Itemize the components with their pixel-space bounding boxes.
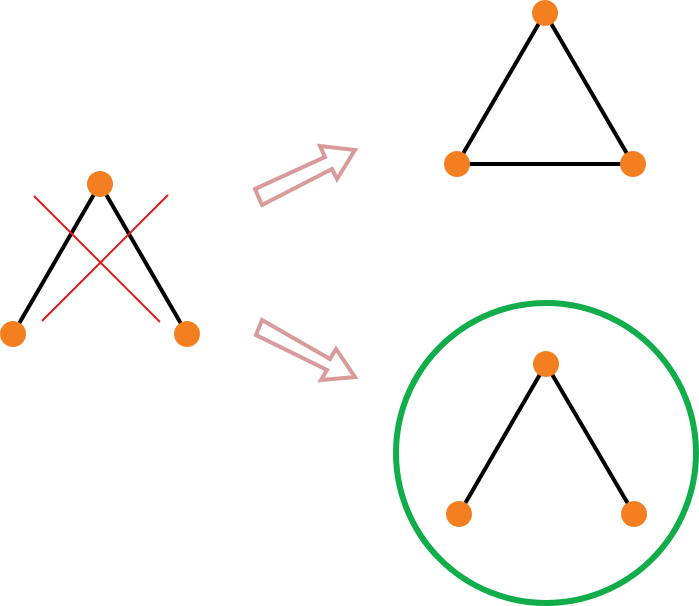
source-node-top bbox=[87, 171, 113, 197]
wedge-node-right bbox=[621, 501, 647, 527]
cross-stroke-1 bbox=[33, 195, 161, 323]
source-edge-top-left bbox=[11, 182, 102, 336]
triangle-node-right bbox=[620, 151, 646, 177]
arrow-down-right bbox=[253, 317, 359, 383]
triangle-edge-top-right bbox=[543, 11, 635, 166]
wedge-node-top bbox=[533, 351, 559, 377]
wedge-edge-top-right bbox=[544, 362, 636, 516]
wedge-edge-top-left bbox=[457, 362, 548, 516]
triangle-edge-top-left bbox=[455, 11, 547, 166]
source-node-left bbox=[0, 321, 26, 347]
triangle-node-left bbox=[444, 151, 470, 177]
source-node-right bbox=[174, 321, 200, 347]
cross-out-mark bbox=[33, 194, 169, 323]
wedge-node-left bbox=[446, 501, 472, 527]
source-edge-top-right bbox=[98, 182, 189, 336]
cross-stroke-2 bbox=[41, 194, 169, 322]
result-triangle bbox=[444, 0, 646, 177]
triangle-node-top bbox=[532, 0, 558, 26]
arrow-up-right bbox=[252, 143, 359, 208]
result-wedge bbox=[393, 300, 699, 606]
enclosing-circle bbox=[393, 300, 699, 606]
source-graph bbox=[0, 171, 200, 347]
